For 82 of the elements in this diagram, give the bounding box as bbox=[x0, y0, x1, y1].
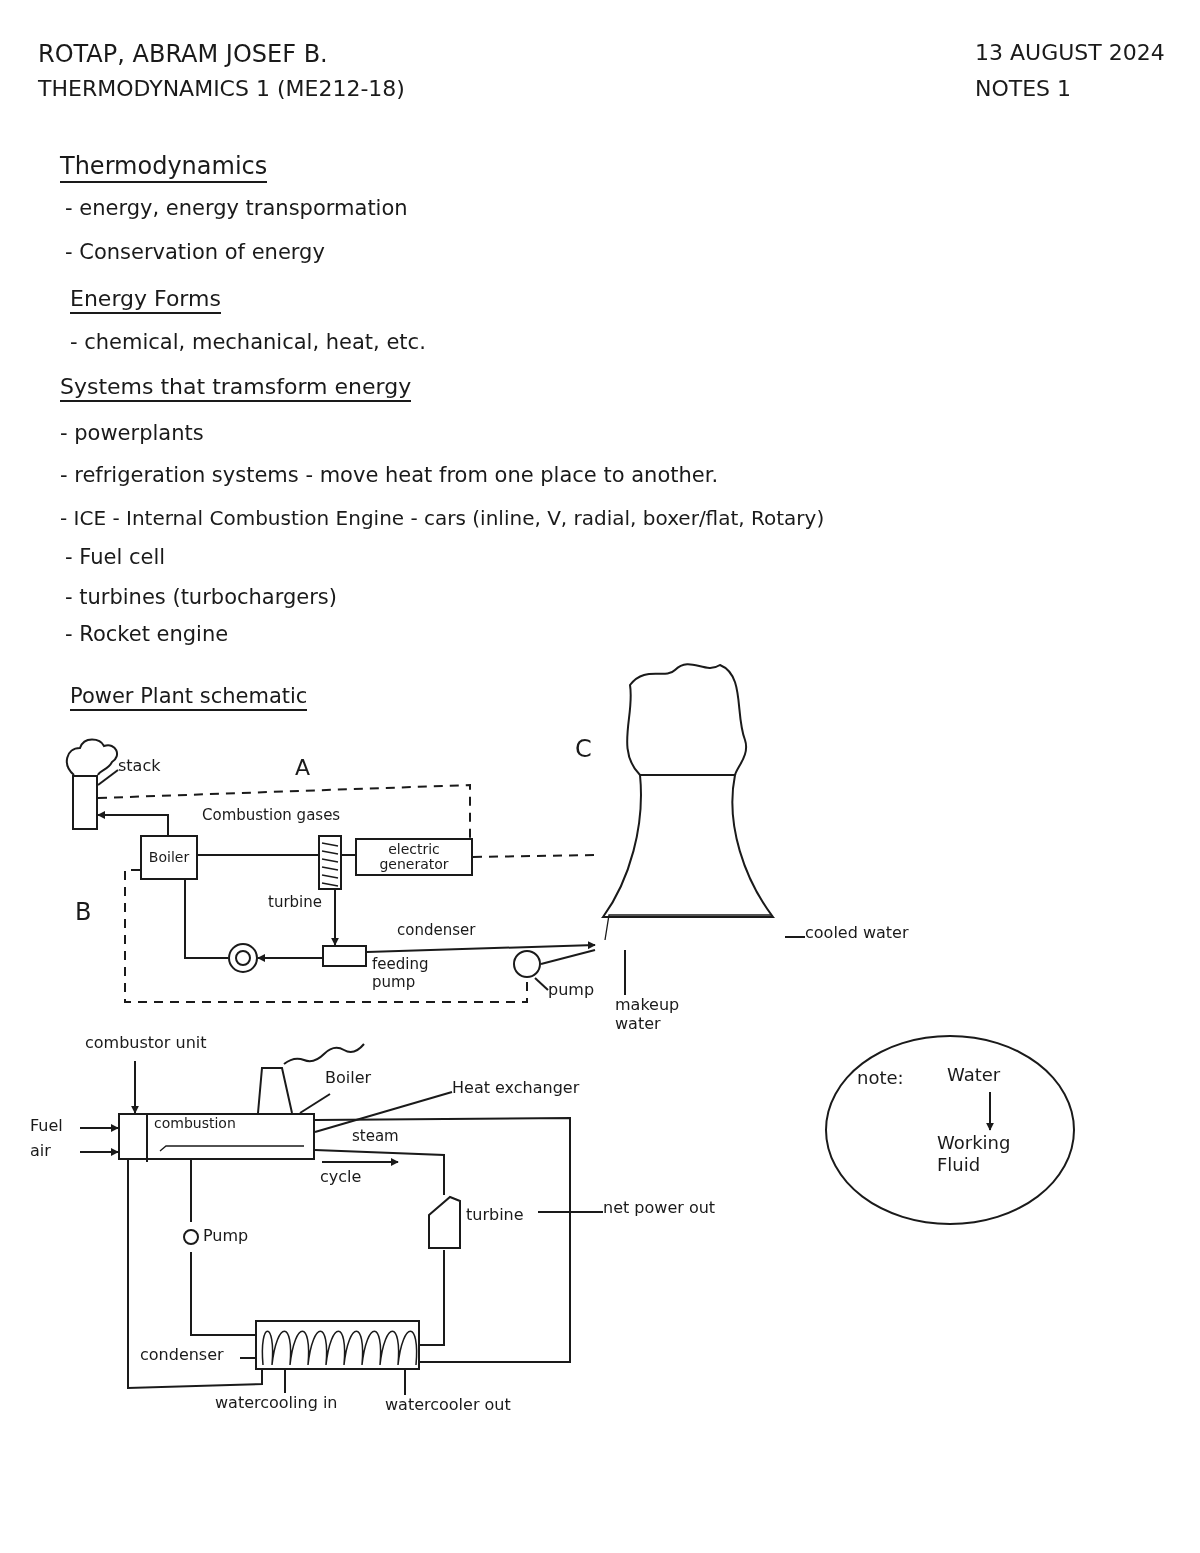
note-text: Working Fluid bbox=[937, 1132, 1057, 1192]
chimney-box bbox=[72, 775, 98, 830]
pipe-line bbox=[127, 1159, 263, 1390]
component-label: feeding pump bbox=[372, 955, 430, 991]
leader-line bbox=[624, 949, 626, 996]
inlet-label: makeup water bbox=[615, 995, 715, 1043]
dashed-loop-line bbox=[97, 783, 471, 839]
section-heading: Thermodynamics bbox=[60, 152, 268, 183]
date-text: 13 AUGUST 2024 bbox=[975, 40, 1166, 67]
leader-line bbox=[314, 1091, 453, 1133]
generator-box: electric generator bbox=[355, 838, 473, 876]
loop-label: C bbox=[575, 735, 593, 764]
leader-line bbox=[534, 977, 549, 991]
section-heading: Systems that tramsform energy bbox=[60, 374, 412, 403]
component-label: condenser bbox=[140, 1345, 240, 1371]
leader-line bbox=[784, 936, 806, 938]
pipe-line bbox=[314, 1149, 445, 1196]
pipe-line bbox=[197, 854, 319, 856]
section-heading: Energy Forms bbox=[70, 286, 221, 315]
arrow bbox=[257, 954, 323, 962]
note-item: - chemical, mechanical, heat, etc. bbox=[70, 330, 427, 356]
leader-line bbox=[537, 1211, 604, 1213]
component-label: combustor unit bbox=[85, 1033, 295, 1061]
pipe-line bbox=[190, 1251, 256, 1336]
flow-label: cycle bbox=[320, 1167, 363, 1187]
arrow bbox=[986, 1091, 994, 1131]
inlet-label: watercooling in bbox=[215, 1393, 355, 1441]
condenser-coil-drawing bbox=[255, 1320, 420, 1370]
arrow bbox=[97, 811, 169, 836]
note-item: - Conservation of energy bbox=[65, 240, 326, 266]
leader-line bbox=[131, 1060, 139, 1114]
note-text: Water bbox=[947, 1064, 1047, 1094]
pipe-line bbox=[540, 949, 596, 965]
outlet-label: watercooler out bbox=[385, 1395, 525, 1443]
turbine-drawing bbox=[318, 835, 342, 890]
pipe-line bbox=[341, 854, 356, 856]
note-item: - energy, energy transpormation bbox=[65, 196, 409, 222]
pipe-line bbox=[190, 1159, 192, 1223]
note-item: - powerplants bbox=[60, 421, 205, 447]
condenser-box bbox=[322, 945, 367, 967]
pipe-line bbox=[314, 1117, 571, 1363]
note-item: - refrigeration systems - move heat from one place to another. bbox=[60, 463, 720, 489]
leader-line bbox=[97, 769, 119, 786]
note-item: - Rocket engine bbox=[65, 622, 230, 648]
leader-line bbox=[299, 1093, 331, 1114]
pump-symbol bbox=[513, 950, 541, 978]
section-heading: Power Plant schematic bbox=[70, 684, 308, 712]
arrow bbox=[366, 941, 596, 953]
pump-symbol bbox=[228, 943, 258, 973]
edge-label: Combustion gases bbox=[200, 806, 343, 824]
leader-line bbox=[239, 1357, 256, 1359]
notes-number: NOTES 1 bbox=[975, 76, 1073, 103]
inlet-label: air bbox=[30, 1141, 80, 1165]
arrow bbox=[79, 1148, 119, 1156]
component-label: turbine bbox=[268, 893, 323, 911]
component-label: pump bbox=[548, 980, 608, 1006]
inlet-label: Fuel bbox=[30, 1116, 80, 1140]
loop-label: B bbox=[75, 898, 93, 927]
note-item: - turbines (turbochargers) bbox=[65, 585, 338, 611]
component-label: Heat exchanger bbox=[452, 1078, 642, 1106]
boiler-box: Boiler bbox=[140, 835, 198, 880]
arrow bbox=[79, 1124, 119, 1132]
author-name: ROTAP, ABRAM JOSEF B. bbox=[38, 40, 329, 69]
arrow bbox=[331, 889, 339, 946]
leader-line bbox=[404, 1369, 406, 1396]
note-label: note: bbox=[857, 1067, 904, 1089]
leader-line bbox=[284, 1369, 286, 1394]
dashed-loop-line bbox=[472, 854, 596, 858]
component-label: Boiler bbox=[325, 1068, 405, 1094]
output-label: net power out bbox=[603, 1198, 783, 1226]
course-title: THERMODYNAMICS 1 (ME212-18) bbox=[38, 76, 406, 103]
pipe-line bbox=[184, 879, 229, 959]
turbine-drawing: turbine bbox=[428, 1195, 538, 1250]
note-item: - Fuel cell bbox=[65, 545, 167, 571]
note-item: - ICE - Internal Combustion Engine - cars (inline, V, radial, boxer/flat, Rotary) bbox=[60, 506, 826, 530]
note-circle bbox=[825, 1035, 1075, 1225]
combustor-box: combustion bbox=[118, 1113, 315, 1160]
component-label: stack bbox=[118, 756, 198, 784]
dashed-loop-line bbox=[124, 869, 528, 1003]
pipe-line bbox=[419, 1249, 445, 1346]
outlet-label: cooled water bbox=[805, 923, 965, 951]
loop-label: A bbox=[295, 755, 312, 782]
